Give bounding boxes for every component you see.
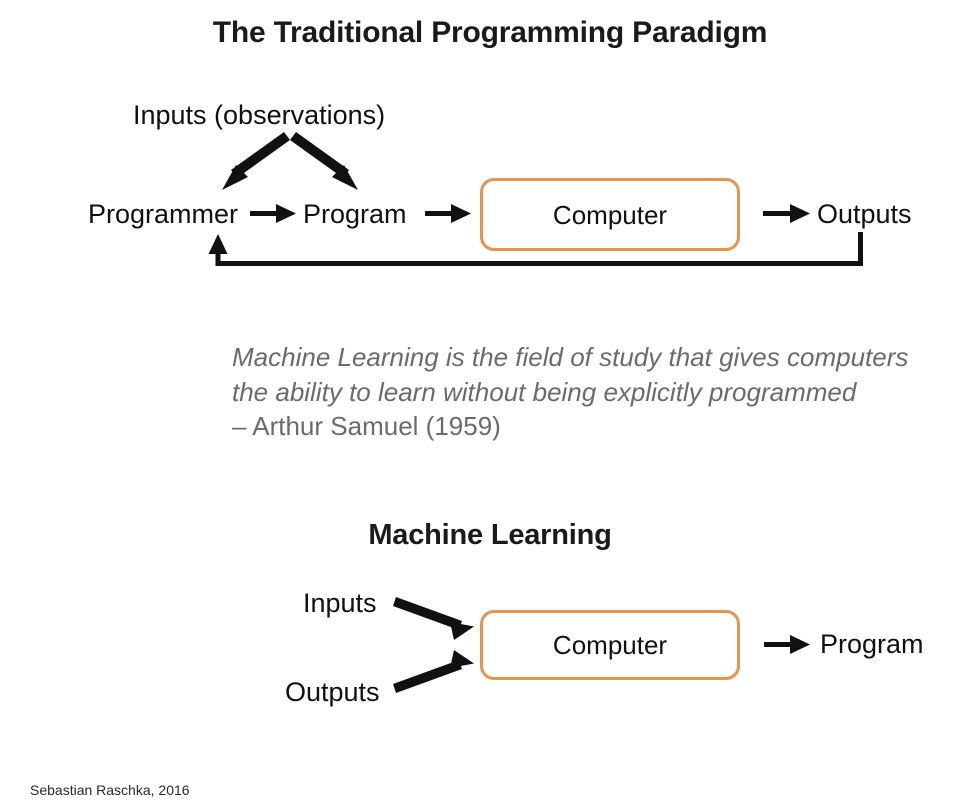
program-to-computer-arrow xyxy=(425,204,471,223)
samuel-quote: Machine Learning is the field of study t… xyxy=(232,340,962,444)
ml-computer-box: Computer xyxy=(480,610,740,680)
ml-outputs-arrow xyxy=(393,650,474,693)
computer-to-outputs-arrow xyxy=(763,204,810,223)
ml-computer-label: Computer xyxy=(552,630,668,660)
programmer-to-program-arrow xyxy=(250,204,296,223)
traditional-computer-label: Computer xyxy=(552,199,668,230)
ml-inputs-arrow xyxy=(393,597,474,640)
footer-credit: Sebastian Raschka, 2016 xyxy=(30,782,190,798)
ml-program-label: Program xyxy=(820,629,924,659)
quote-line-1: Machine Learning is the field of study t… xyxy=(232,342,909,372)
traditional-outputs-label: Outputs xyxy=(817,199,912,229)
quote-line-2: the ability to learn without being expli… xyxy=(232,376,857,407)
traditional-program-label: Program xyxy=(303,199,407,229)
inputs-split-arrows xyxy=(222,132,358,190)
traditional-inputs-label: Inputs (observations) xyxy=(133,100,386,130)
traditional-computer-box: Computer xyxy=(480,178,740,251)
ml-computer-to-program-arrow xyxy=(764,635,810,654)
ml-inputs-label: Inputs xyxy=(303,588,377,618)
quote-attribution: – Arthur Samuel (1959) xyxy=(232,411,501,442)
ml-section-heading: Machine Learning xyxy=(368,519,612,551)
ml-outputs-label: Outputs xyxy=(285,677,380,707)
traditional-programmer-label: Programmer xyxy=(88,199,239,229)
page-title: The Traditional Programming Paradigm xyxy=(212,16,768,49)
